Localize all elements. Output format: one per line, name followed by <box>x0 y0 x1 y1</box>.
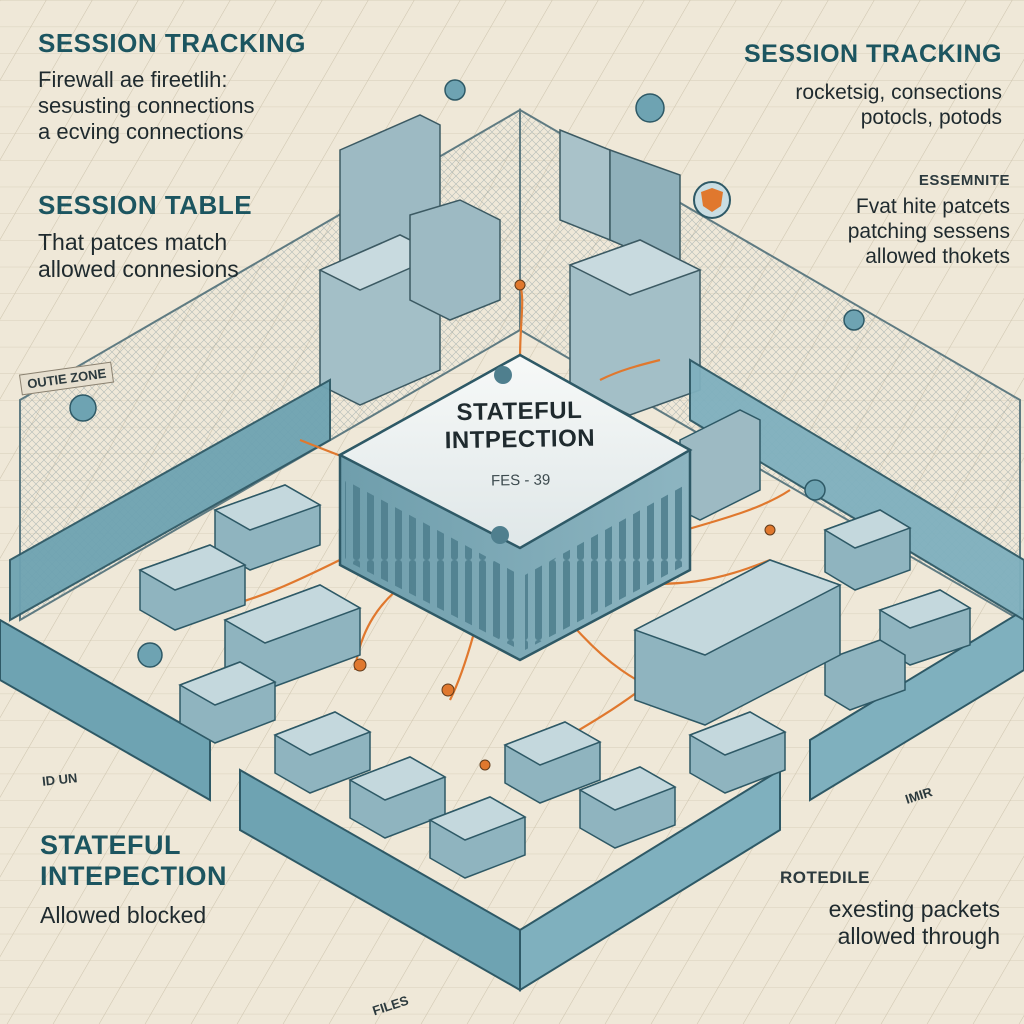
central-firewall-appliance <box>337 353 693 662</box>
mid-right-line-1: Fvat hite patcets <box>855 195 1010 218</box>
session-table-line-2: allowed connesions <box>38 256 239 283</box>
bottom-left-sub: Allowed blocked <box>40 902 207 928</box>
wall-right-side <box>689 358 1024 622</box>
bottom-right-line-1: exesting packets <box>828 896 1000 922</box>
shield-icon <box>693 181 731 219</box>
server-rack-group-back <box>318 114 702 416</box>
top-right-line-2: potocls, potods <box>860 105 1002 129</box>
center-title-line-1: STATEFUL <box>456 396 583 427</box>
cable-connectors <box>353 279 776 771</box>
mid-right-line-2: patching sessens <box>847 219 1010 243</box>
sensor-icons <box>69 79 865 668</box>
session-table-annotation: SESSION TABLE That patces match allowed … <box>38 190 252 283</box>
mid-right-title: ESSEMNITE <box>918 172 1010 189</box>
edge-devices <box>138 484 972 879</box>
switch-array <box>633 409 842 726</box>
top-left-title: SESSION TRACKING <box>38 28 307 58</box>
top-right-annotation: SESSION TRACKING rocketsig, consections … <box>672 40 1002 131</box>
wall-left-side <box>9 378 331 622</box>
bottom-left-title-1: STATEFUL <box>40 830 181 860</box>
bottom-left-annotation: STATEFUL INTEPECTION Allowed blocked <box>40 830 227 929</box>
bottom-right-annotation: ROTEDILE exesting packets allowed throug… <box>770 868 1000 950</box>
center-title-line-2: INTPECTION <box>444 424 596 455</box>
top-right-line-1: rocketsig, consections <box>795 81 1002 104</box>
session-table-title: SESSION TABLE <box>38 190 253 220</box>
session-table-line-1: That patces match <box>38 229 228 255</box>
top-left-line-3: a ecving connections <box>38 118 244 144</box>
top-left-annotation: SESSION TRACKING Firewall ae fireetlih: … <box>38 28 306 145</box>
top-left-line-2: sesusting connections <box>38 92 255 118</box>
bottom-right-line-2: allowed through <box>837 923 1000 950</box>
bottom-left-title-2: INTEPECTION <box>40 861 228 891</box>
top-left-line-1: Firewall ae fireetlih: <box>38 67 228 92</box>
bottom-right-title: ROTEDILE <box>780 868 870 887</box>
top-right-title: SESSION TRACKING <box>743 40 1002 68</box>
wall-front-right <box>519 608 1024 992</box>
mid-right-annotation: ESSEMNITE Fvat hite patcets patching ses… <box>770 172 1010 269</box>
mid-right-line-3: allowed thokets <box>865 244 1010 268</box>
center-device-label: STATEFUL INTPECTION FES - 39 <box>399 396 641 492</box>
